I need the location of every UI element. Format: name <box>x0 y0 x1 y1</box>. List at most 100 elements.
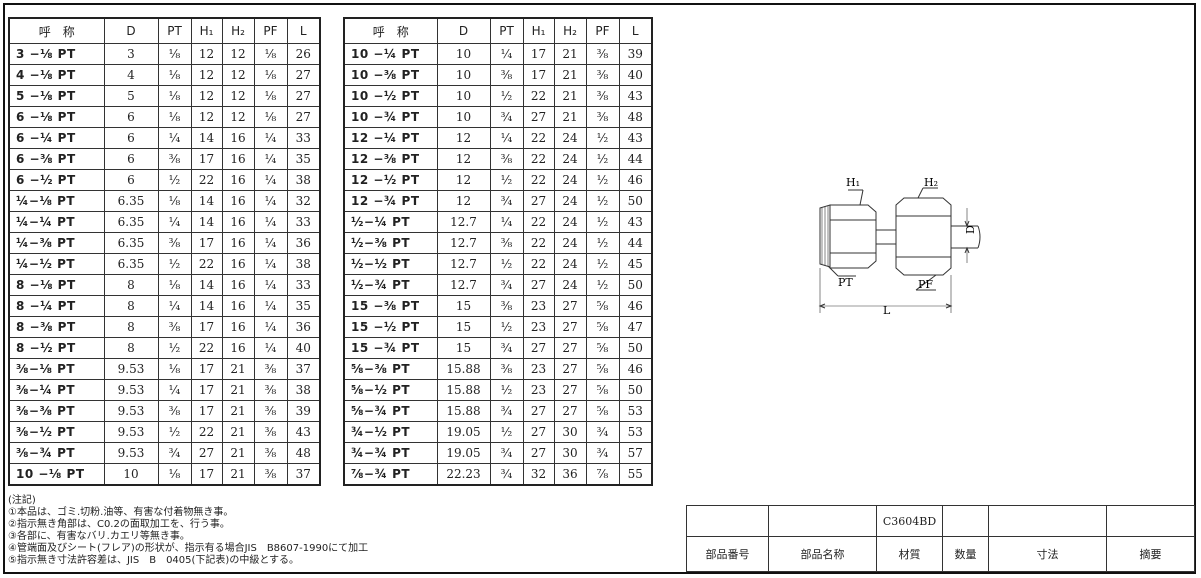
designation-cell: 12 −½ PT <box>343 169 438 191</box>
value-cell: 15 <box>436 337 491 359</box>
designation-cell: ⅜−½ PT <box>8 421 105 443</box>
value-cell: ¼ <box>489 127 524 149</box>
designation-cell: ⅜−⅛ PT <box>8 358 105 380</box>
value-cell: ⅛ <box>157 463 192 486</box>
value-cell: 9.53 <box>103 379 159 401</box>
value-cell: ⅝ <box>585 316 620 338</box>
value-cell: 27 <box>553 400 587 422</box>
drawing-frame <box>3 3 1196 574</box>
note-line: ②指示無き角部は、C0.2の面取加工を、行う事。 <box>8 519 230 530</box>
value-cell: 27 <box>190 442 223 464</box>
value-cell: 12.7 <box>436 253 491 275</box>
note-line: ①本品は、ゴミ.切粉.油等、有害な付着物無き事。 <box>8 507 234 518</box>
value-cell: 22.23 <box>436 463 491 486</box>
value-cell: ½ <box>585 211 620 233</box>
value-cell: 47 <box>618 316 653 338</box>
value-cell: 27 <box>522 421 555 443</box>
value-cell: 36 <box>286 232 321 254</box>
value-cell: ⅝ <box>585 400 620 422</box>
value-cell: 23 <box>522 379 555 401</box>
h1-label: H₁ <box>846 176 860 189</box>
designation-cell: 12 −⅜ PT <box>343 148 438 170</box>
value-cell: ⅝ <box>585 358 620 380</box>
value-cell: 22 <box>190 337 223 359</box>
value-cell: 21 <box>221 400 255 422</box>
value-cell: 6.35 <box>103 253 159 275</box>
value-cell: 12.7 <box>436 232 491 254</box>
designation-cell: ⅜−⅜ PT <box>8 400 105 422</box>
value-cell: ¾ <box>157 442 192 464</box>
value-cell: 27 <box>522 190 555 212</box>
value-cell: ¾ <box>585 421 620 443</box>
value-cell: 37 <box>286 358 321 380</box>
designation-cell: ½−¾ PT <box>343 274 438 296</box>
value-cell: ½ <box>489 379 524 401</box>
value-cell: 36 <box>553 463 587 486</box>
value-cell: ⅛ <box>253 106 288 128</box>
value-cell: 22 <box>190 253 223 275</box>
value-cell: 27 <box>553 316 587 338</box>
value-cell: ¼ <box>253 253 288 275</box>
value-cell: 12 <box>190 85 223 107</box>
value-cell: 22 <box>190 421 223 443</box>
designation-cell: 6 −⅛ PT <box>8 106 105 128</box>
d-label: D <box>964 225 977 234</box>
designation-cell: 15 −⅜ PT <box>343 295 438 317</box>
value-cell: 24 <box>553 232 587 254</box>
value-cell: 9.53 <box>103 400 159 422</box>
designation-cell: 4 −⅛ PT <box>8 64 105 86</box>
value-cell: 17 <box>190 316 223 338</box>
value-cell: 39 <box>286 400 321 422</box>
value-cell: 17 <box>190 148 223 170</box>
value-cell: ⅝ <box>585 295 620 317</box>
designation-cell: 6 −⅜ PT <box>8 148 105 170</box>
value-cell: ¼ <box>253 169 288 191</box>
value-cell: 16 <box>221 337 255 359</box>
value-cell: ¼ <box>489 43 524 65</box>
value-cell: 33 <box>286 211 321 233</box>
designation-cell: 8 −¼ PT <box>8 295 105 317</box>
value-cell: ½ <box>157 169 192 191</box>
column-header: D <box>436 17 491 44</box>
value-cell: 43 <box>618 211 653 233</box>
value-cell: 15.88 <box>436 400 491 422</box>
value-cell: ⅛ <box>157 358 192 380</box>
value-cell: ¾ <box>489 400 524 422</box>
value-cell: 10 <box>436 85 491 107</box>
value-cell: 17 <box>190 463 223 486</box>
value-cell: 46 <box>618 169 653 191</box>
designation-cell: 10 −¾ PT <box>343 106 438 128</box>
value-cell: ¼ <box>253 337 288 359</box>
value-cell: ½ <box>585 169 620 191</box>
value-cell: 16 <box>221 169 255 191</box>
value-cell: 15.88 <box>436 379 491 401</box>
value-cell: 10 <box>103 463 159 486</box>
value-cell: ⅜ <box>253 463 288 486</box>
value-cell: 14 <box>190 274 223 296</box>
value-cell: 27 <box>553 337 587 359</box>
value-cell: ¾ <box>489 463 524 486</box>
value-cell: 50 <box>618 337 653 359</box>
value-cell: 4 <box>103 64 159 86</box>
value-cell: ¾ <box>489 106 524 128</box>
value-cell: 27 <box>286 106 321 128</box>
value-cell: 17 <box>190 379 223 401</box>
value-cell: ¼ <box>253 148 288 170</box>
value-cell: ⅝ <box>585 337 620 359</box>
